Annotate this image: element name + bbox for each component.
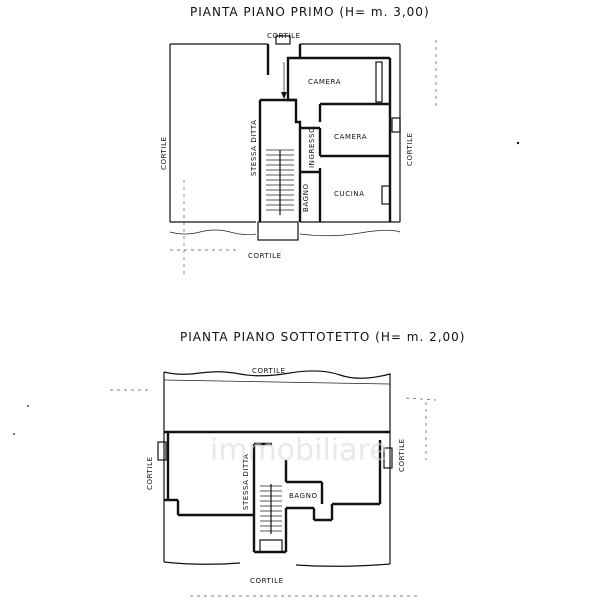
attic-title: PIANTA PIANO SOTTOTETTO (H= m. 2,00) bbox=[180, 330, 465, 344]
window-top bbox=[275, 35, 291, 45]
room-label-ingresso: INGRESSO bbox=[308, 127, 316, 168]
stray-mark bbox=[13, 433, 15, 435]
attic-bathroom-walls bbox=[254, 442, 324, 504]
room-label-camera-2: CAMERA bbox=[334, 133, 367, 141]
first-floor-dashed-lines bbox=[170, 40, 437, 276]
watermark-logo: immobiliare bbox=[210, 433, 388, 468]
attic-courtyard-label-left: CORTILE bbox=[146, 456, 154, 490]
window-cucina bbox=[381, 185, 391, 205]
attic-courtyard-label-bottom: CORTILE bbox=[250, 577, 284, 585]
attic-room-label-bagno: BAGNO bbox=[289, 492, 318, 500]
room-label-bagno: BAGNO bbox=[302, 183, 310, 212]
attic-courtyard-label-top: CORTILE bbox=[252, 367, 286, 375]
attic-plan: BAGNO STESSA DITTA CORTILE CORTILE CORTI… bbox=[110, 367, 437, 597]
courtyard-label-left: CORTILE bbox=[160, 136, 168, 170]
room-label-cucina: CUCINA bbox=[334, 190, 365, 198]
attic-top-boundary bbox=[163, 370, 391, 436]
attic-courtyard-label-right: CORTILE bbox=[398, 438, 406, 472]
attic-stair-label: STESSA DITTA bbox=[242, 453, 250, 510]
stair-arrow-icon bbox=[281, 92, 287, 99]
entry-step-block bbox=[257, 221, 299, 241]
attic-top-inner-line bbox=[163, 379, 391, 385]
stray-mark bbox=[27, 405, 29, 407]
attic-stair-treads bbox=[260, 484, 282, 534]
attic-dashed-lines bbox=[110, 389, 437, 597]
window-camera-1 bbox=[375, 61, 383, 103]
attic-window-left bbox=[157, 441, 167, 461]
courtyard-label-top: CORTILE bbox=[267, 32, 301, 40]
courtyard-label-right: CORTILE bbox=[406, 132, 414, 166]
first-floor-bottom-line bbox=[169, 229, 401, 237]
first-floor-interior-walls bbox=[300, 102, 390, 222]
courtyard-label-bottom: CORTILE bbox=[248, 252, 282, 260]
first-floor-plan: CAMERA CAMERA CUCINA BAGNO INGRESSO STES… bbox=[160, 32, 437, 276]
stair-label: STESSA DITTA bbox=[250, 119, 258, 176]
stray-mark bbox=[516, 141, 520, 145]
room-label-camera-1: CAMERA bbox=[308, 78, 341, 86]
attic-window-right bbox=[383, 447, 393, 469]
first-floor-title: PIANTA PIANO PRIMO (H= m. 3,00) bbox=[190, 5, 430, 19]
stair-walls bbox=[258, 98, 296, 222]
attic-bottom-boundary bbox=[163, 561, 391, 567]
attic-left-walls bbox=[164, 432, 254, 517]
attic-stair-landing bbox=[259, 539, 283, 553]
stair-treads bbox=[266, 149, 294, 215]
window-camera-2 bbox=[391, 117, 401, 133]
